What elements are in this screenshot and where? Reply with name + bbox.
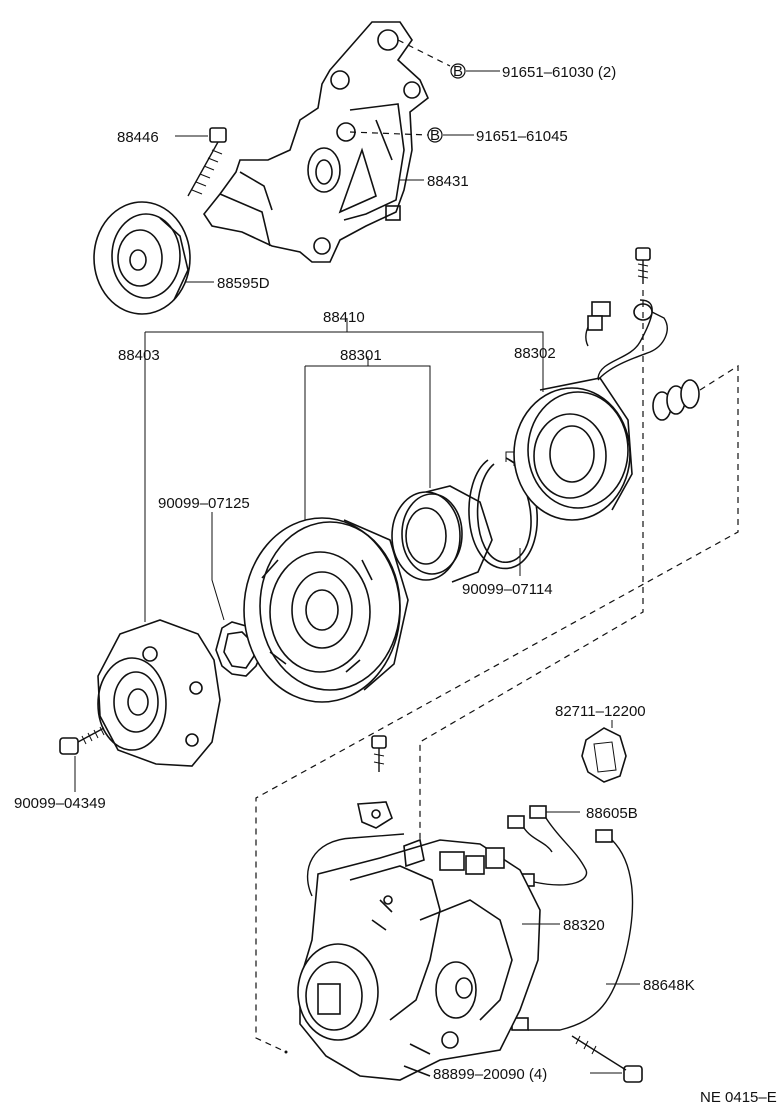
dot-mark [284,1050,288,1054]
compressor [297,833,560,1081]
label-90099-07114: 90099–07114 [462,581,553,598]
label-88605B: 88605B [586,805,638,822]
label-88320: 88320 [563,917,605,934]
label-88410: 88410 [323,309,365,326]
label-82711-12200: 82711–12200 [555,703,646,720]
label-91651-61045: 91651–61045 [476,128,568,145]
bolt-88899 [571,1035,643,1083]
label-88403: 88403 [118,347,160,364]
band-82711 [581,720,627,783]
compressor-bracket [203,21,429,263]
clip-bolt [357,735,393,829]
svg-text:B: B [453,63,463,80]
stator-bolt [635,247,651,284]
pressure-plate [97,619,221,767]
label-88595D: 88595D [217,275,270,292]
bolt-88446 [187,127,227,197]
svg-text:B: B [430,127,440,144]
label-88302: 88302 [514,345,556,362]
label-91651-61030: 91651–61030 (2) [502,64,616,81]
figure-reference: NE 0415–E [700,1089,777,1106]
bolt-04349 [59,726,105,792]
label-88446: 88446 [117,129,159,146]
magnet-clutch-pulley [243,517,409,703]
pulley-bearing [391,485,493,583]
stator-coil [513,299,668,521]
label-88648K: 88648K [643,977,695,994]
shims [255,364,739,1053]
bolt-marker-2: B [427,127,443,144]
bolt-marker-1: B [450,63,466,80]
label-90099-04349: 90099–04349 [14,795,106,812]
label-88899-20090: 88899–20090 (4) [433,1066,547,1083]
label-90099-07125: 90099–07125 [158,495,250,512]
snap-ring-07125 [211,512,263,677]
label-88431: 88431 [427,173,469,190]
label-88301: 88301 [340,347,382,364]
idler-pulley [93,201,191,315]
harness-88605B [507,805,613,887]
